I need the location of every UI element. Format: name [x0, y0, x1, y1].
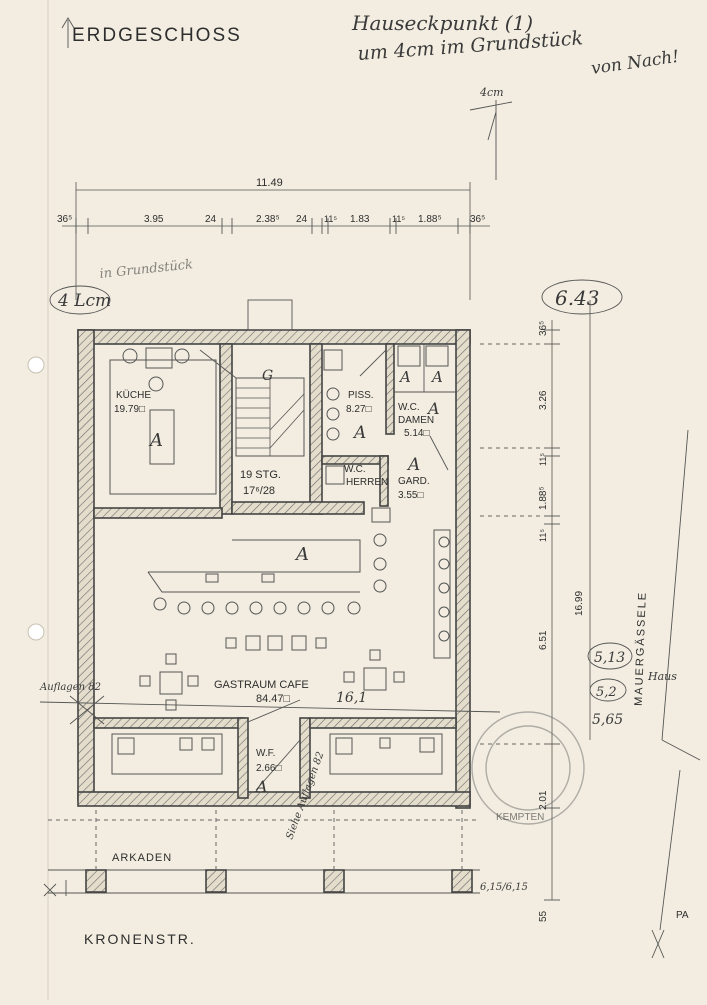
note-4cm: 4cm	[479, 86, 504, 99]
wc-damen-area: 5.14□	[404, 428, 430, 439]
plan-title: ERDGESCHOSS	[72, 25, 242, 46]
dim-183: 1.83	[350, 214, 370, 225]
north-edge-label: PA	[676, 910, 689, 921]
gastraum: GASTRAUM CAFE 84.47□ 16,1	[139, 635, 405, 711]
kitchen: KÜCHE 19.79□ A	[109, 347, 217, 495]
kitchen-area: 19.79□	[114, 404, 145, 415]
wc-damen: A A W.C. DAMEN 5.14□ A	[394, 344, 456, 439]
dim-365-left: 36⁵	[57, 214, 72, 225]
stairwell: G 19 STG. 17⁶/28	[199, 349, 305, 497]
gard-area: 3.55□	[398, 490, 424, 501]
punch-hole-bottom	[27, 623, 45, 641]
official-stamp: KEMPTEN	[471, 711, 585, 825]
note-565: 5,65	[592, 712, 623, 728]
dim-r-115a: 11⁵	[538, 453, 548, 466]
note-auflagen-left: Auflagen 82	[39, 682, 101, 693]
top-dimension-chain: 11.49 36⁵ 3.95 24 2.38⁵ 24 11⁵ 1.83 11⁵ …	[57, 177, 490, 300]
note-52: 5,2	[596, 685, 617, 700]
punch-hole-top	[27, 356, 45, 374]
piss-mark-a: A	[352, 423, 366, 443]
gard-mark-a: A	[406, 455, 420, 475]
dim-395: 3.95	[144, 214, 164, 225]
kitchen-mark-a: A	[148, 430, 163, 451]
stair-ratio: 17⁶/28	[243, 485, 275, 497]
lower-booths	[111, 733, 443, 775]
stair-mark-g: G	[262, 368, 273, 384]
note-615: 6,15/6,15	[480, 882, 528, 893]
wf-name: W.F.	[256, 748, 275, 759]
wf-room: W.F. 2.66□ A	[247, 699, 301, 796]
alley-strip: MAUERGÄSSELE Haus	[633, 429, 701, 931]
wc-damen-mark-a2: A	[430, 368, 443, 386]
note-circled-643: 6.43	[555, 286, 600, 310]
wc-damen-name: W.C.	[398, 402, 420, 413]
dim-24-right: 24	[296, 214, 308, 225]
dim-r-115b: 11⁵	[538, 529, 548, 542]
north-arrow-icon	[61, 17, 75, 48]
arcades: ARKADEN	[48, 810, 480, 894]
dim-r-201: 2.01	[538, 790, 549, 810]
dim-24-left: 24	[205, 214, 217, 225]
dim-1885: 1.88⁵	[418, 214, 442, 225]
wc-herren-garderobe: W.C. HERREN GARD. 3.55□ A	[325, 435, 449, 523]
note-left-4cm: 4 Lcm	[57, 291, 111, 311]
wc-damen-mark-a1: A	[398, 368, 411, 386]
wc-damen-mark-a3: A	[426, 399, 440, 418]
piss-name: PISS.	[348, 390, 374, 401]
dim-r-365: 36⁵	[538, 321, 549, 336]
note-corner-line1: Hauseckpunkt (1)	[351, 11, 533, 35]
arcade-label: ARKADEN	[112, 852, 172, 864]
dim-r-1699: 16.99	[574, 591, 585, 616]
wc-herren-sub: HERREN	[346, 477, 388, 488]
right-dimension-chain: 36⁵ 3.26 11⁵ 1.88⁵ 11⁵ 6.51 16.99 2.01 5…	[480, 300, 591, 922]
wall-benches-right	[433, 529, 451, 659]
wf-area: 2.66□	[256, 763, 282, 774]
street-label: KRONENSTR.	[84, 931, 196, 947]
dim-115-left: 11⁵	[324, 214, 337, 224]
alley-label: MAUERGÄSSELE	[633, 591, 649, 706]
dim-r-55: 55	[538, 910, 549, 922]
dim-r-326: 3.26	[538, 390, 549, 410]
gastraum-name: GASTRAUM CAFE	[214, 679, 309, 691]
note-16: 16,1	[336, 690, 367, 706]
dim-115-right: 11⁵	[392, 214, 405, 224]
gard-name: GARD.	[398, 476, 430, 487]
note-alley-haus: Haus	[647, 670, 677, 683]
gastraum-area: 84.47□	[256, 693, 291, 705]
stair-name: 19 STG.	[240, 469, 281, 481]
note-circled-513: 5,13	[594, 650, 625, 666]
wf-mark-a: A	[254, 777, 268, 796]
note-left-grundstueck: in Grundstück	[99, 257, 194, 282]
dim-r-1885: 1.88⁵	[538, 486, 549, 510]
dim-r-651: 6.51	[538, 630, 549, 650]
building-walls	[77, 329, 471, 809]
note-corner-line3: von Nach!	[590, 47, 680, 79]
dim-365-right: 36⁵	[470, 214, 485, 225]
bar-counter: A	[147, 533, 387, 615]
dim-total-width: 11.49	[256, 177, 283, 189]
bar-mark-a: A	[294, 544, 309, 565]
kitchen-name: KÜCHE	[116, 389, 151, 401]
pissoir-room: PISS. 8.27□ A	[323, 349, 387, 443]
piss-area: 8.27□	[346, 404, 372, 415]
wc-damen-sub: DAMEN	[398, 415, 434, 426]
stamp-text: KEMPTEN	[496, 812, 544, 823]
dim-2385: 2.38⁵	[256, 214, 280, 225]
wc-herren-name: W.C.	[344, 464, 366, 475]
